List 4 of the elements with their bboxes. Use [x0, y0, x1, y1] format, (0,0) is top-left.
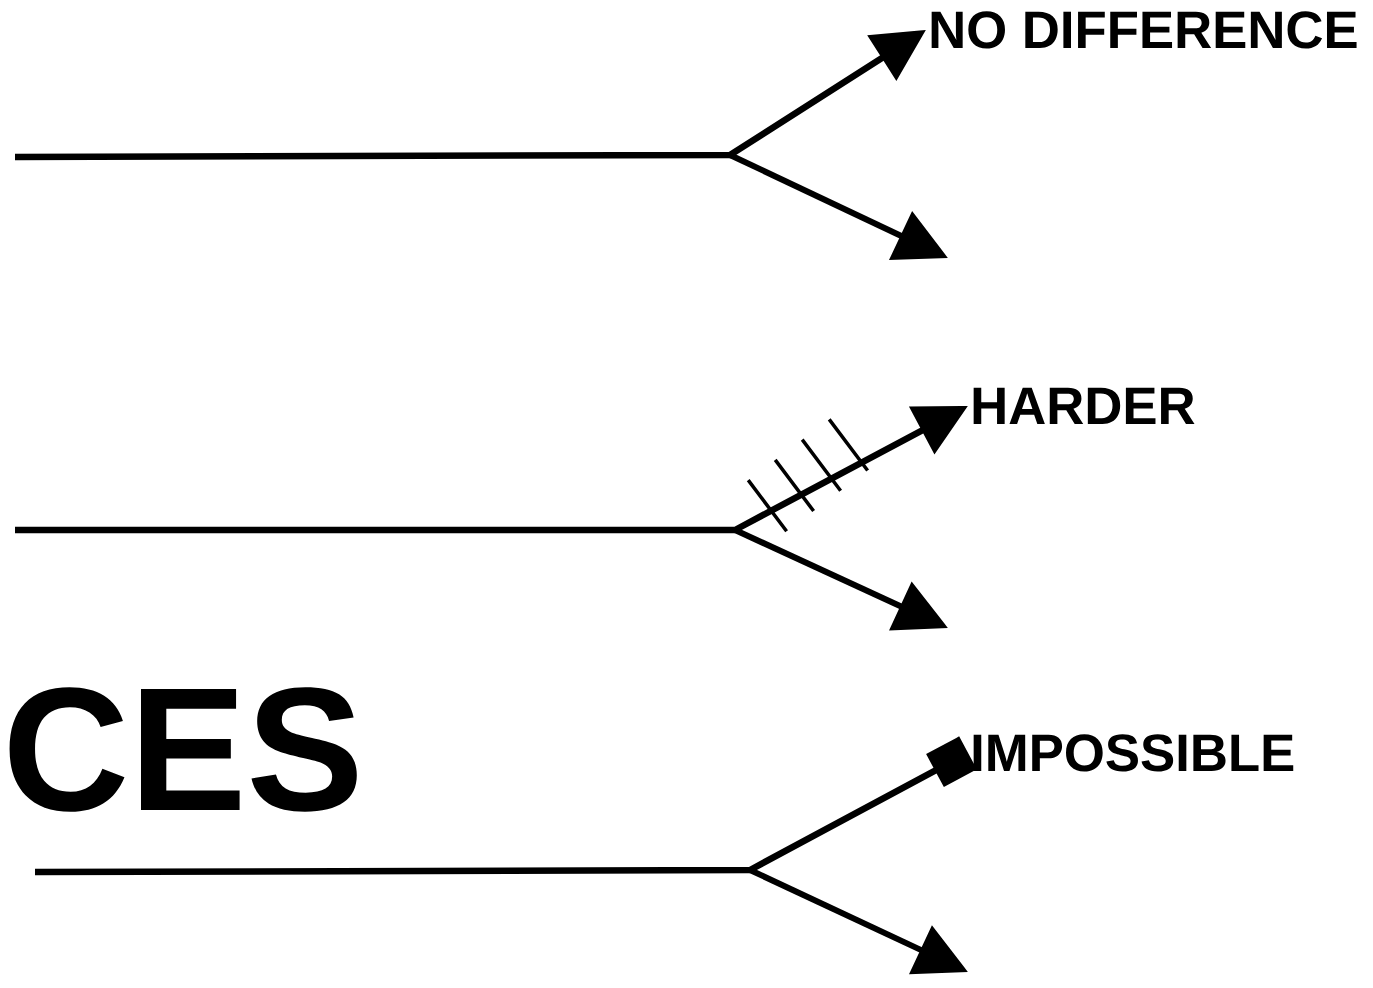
- text-label: HARDER: [973, 387, 1195, 424]
- heading-text: CES: [9, 687, 357, 812]
- text-label: NO DIFFERENCE: [931, 11, 1357, 49]
- text-label: IMPOSSIBLE: [973, 734, 1294, 772]
